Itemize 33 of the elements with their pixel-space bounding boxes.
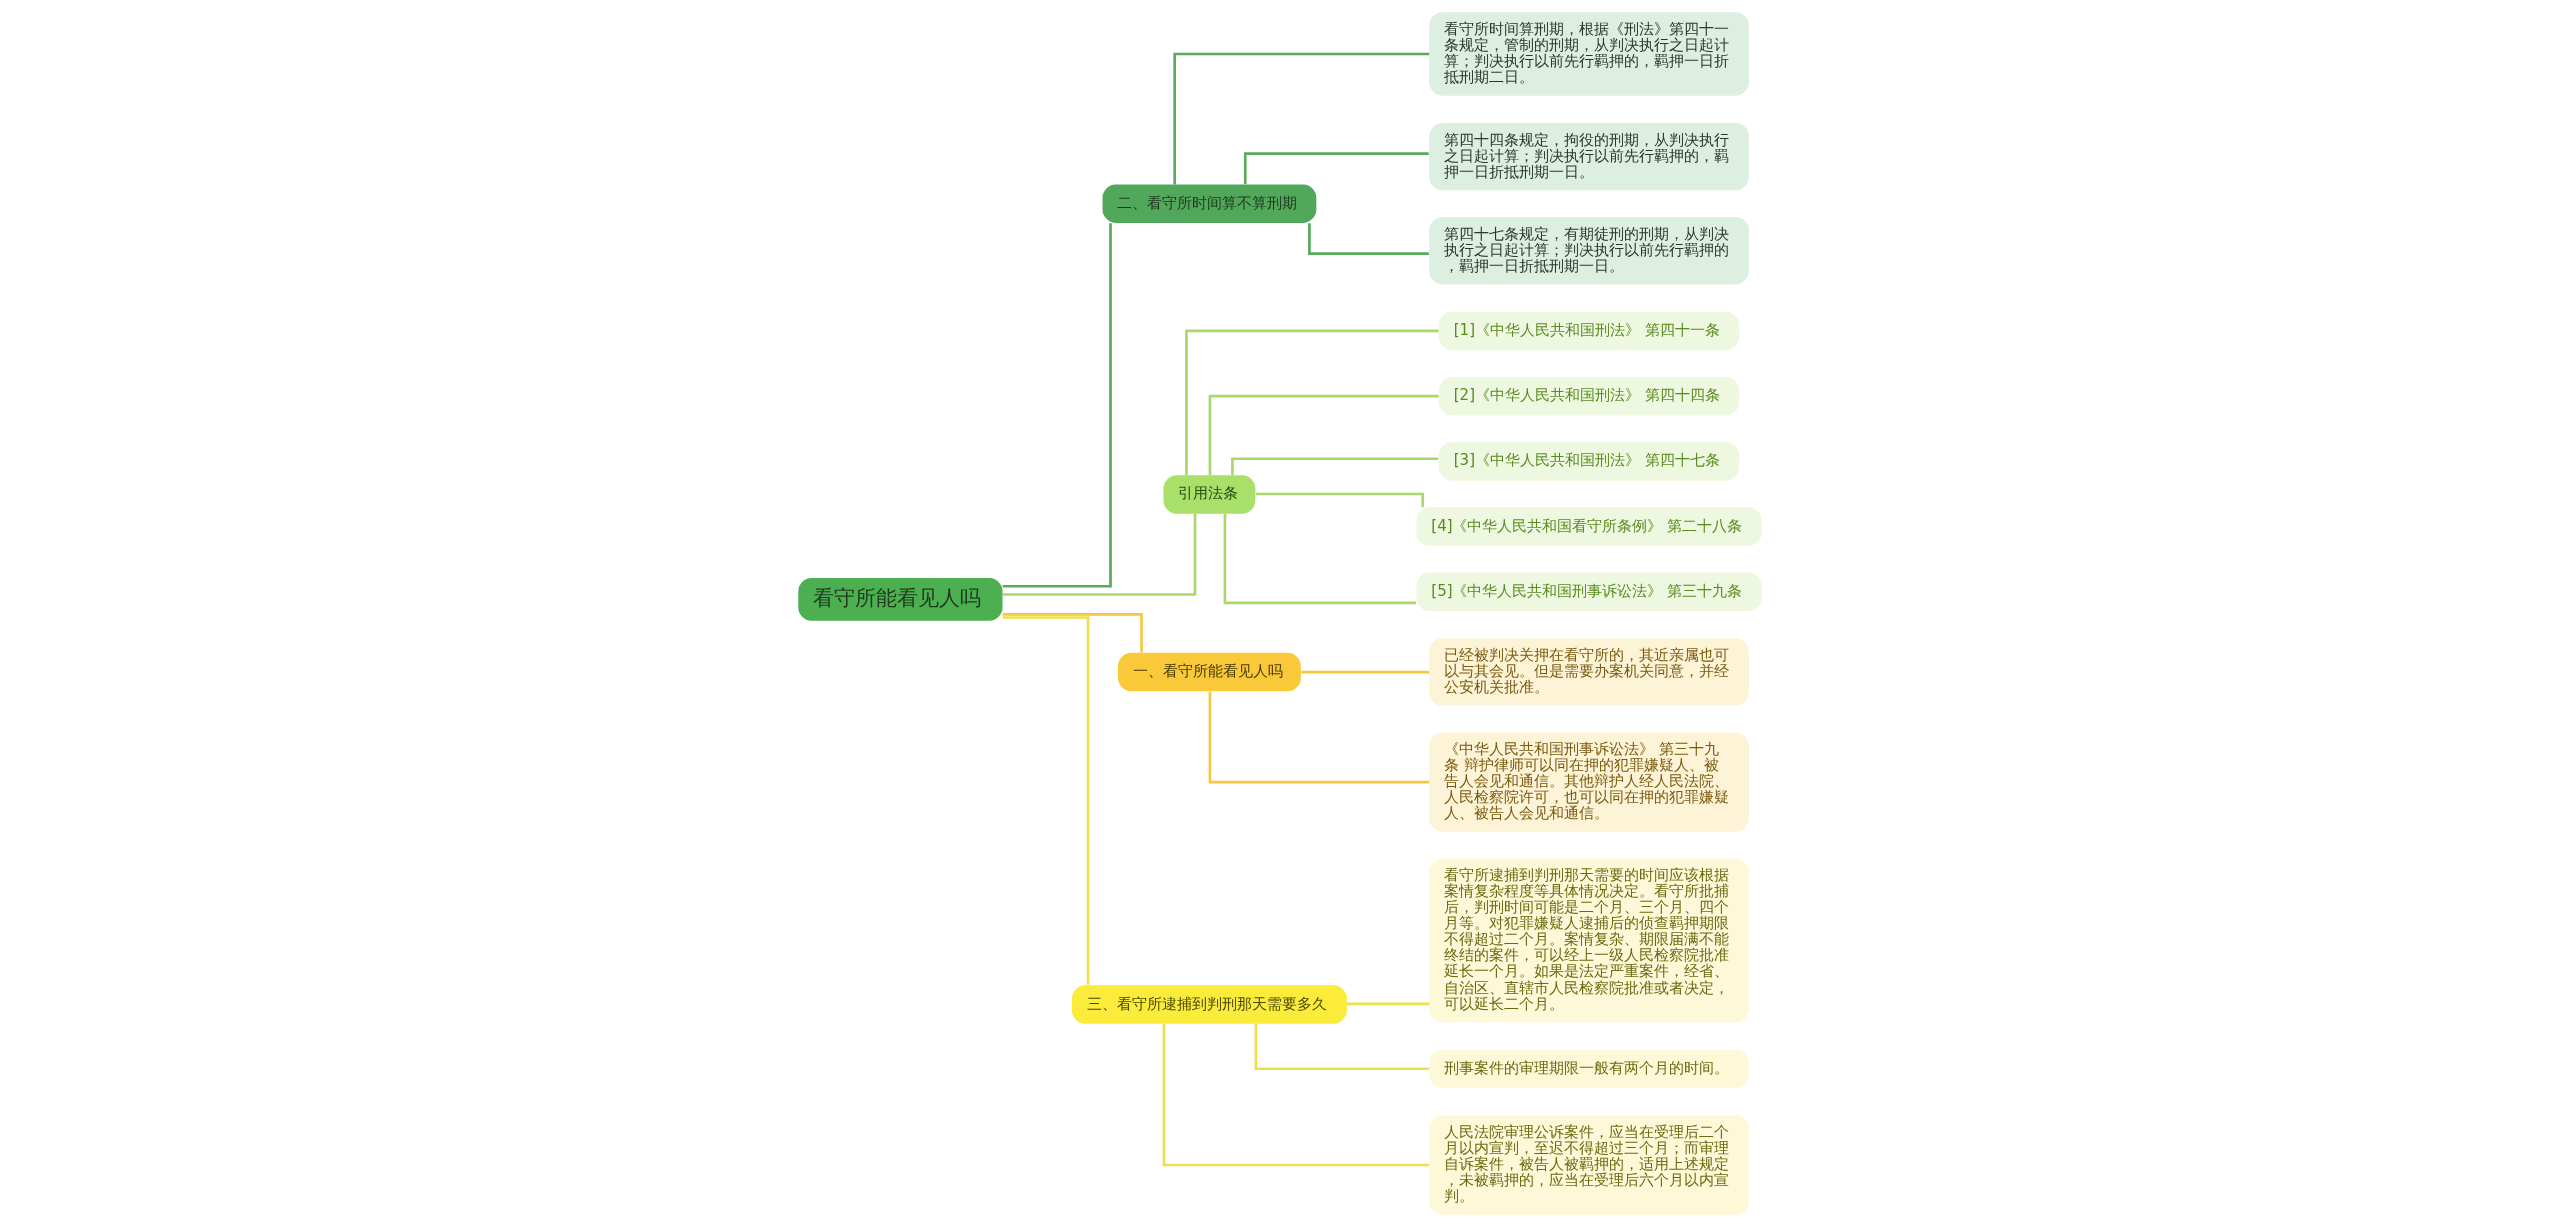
node-box: 看守所逮捕到判刑那天需要的时间应该根据案情复杂程度等具体情况决定。看守所批捕后，判刑时间可能是二个月、三个月、四个月等。对犯罪嫌疑人逮捕后的侦查羁押期限不得超过二个月。案情复杂、期限届满不能终结的案件，可以经上一级人民检察院批准延长一个月。如果是法定严重案件，经省、自治区、直辖市人民检察院批准或者决定，可以延长二个月。 [1429, 858, 1749, 1023]
node-box: 《中华人民共和国刑事诉讼法》 第三十九条 辩护律师可以同在押的犯罪嫌疑人、被告人会见和通信。其他辩护人经人民法院、人民检察院许可，也可以同在押的犯罪嫌疑人、被告人会见和通信。 [1429, 732, 1749, 832]
connector [1002, 223, 1112, 588]
node-box: 刑事案件的审理期限一般有两个月的时间。 [1429, 1049, 1749, 1088]
node-box: 人民法院审理公诉案件，应当在受理后二个月以内宣判，至迟不得超过三个月；而审理自诉案件，被告人被羁押的，适用上述规定，未被羁押的，应当在受理后六个月以内宣判。 [1429, 1115, 1749, 1215]
node-box: [5]《中华人民共和国刑事诉讼法》 第三十九条 [1416, 572, 1762, 612]
connector [1231, 457, 1439, 475]
node-box: [4]《中华人民共和国看守所条例》 第二十八条 [1416, 507, 1762, 546]
node-box: 二、看守所时间算不算刑期 [1102, 184, 1317, 223]
node-box: [2]《中华人民共和国刑法》 第四十四条 [1438, 376, 1740, 416]
node-box: 第四十七条规定，有期徒刑的刑期，从判决执行之日起计算；判决执行以前先行羁押的，羁押一日折抵刑期一日。 [1429, 217, 1749, 285]
connector [1223, 513, 1417, 605]
connector [1173, 52, 1430, 185]
node-box: [1]《中华人民共和国刑法》 第四十一条 [1438, 311, 1740, 351]
connector [1208, 691, 1430, 784]
connector [1301, 670, 1430, 674]
node-box: 看守所时间算刑期，根据《刑法》第四十一条规定，管制的刑期，从判决执行之日起计算；判决执行以前先行羁押的，羁押一日折抵刑期二日。 [1429, 12, 1749, 96]
connector [1002, 513, 1197, 596]
node-box: 第四十四条规定，拘役的刑期，从判决执行之日起计算；判决执行以前先行羁押的，羁押一日折抵刑期一日。 [1429, 122, 1749, 191]
connector [1162, 1023, 1429, 1167]
connector [1002, 612, 1143, 653]
node-box: 三、看守所逮捕到判刑那天需要多久 [1072, 985, 1347, 1024]
node-box: 一、看守所能看见人吗 [1118, 652, 1301, 692]
connector [1347, 1002, 1430, 1006]
node-box: 已经被判决关押在看守所的，其近亲属也可以与其会见。但是需要办案机关同意，并经公安机关批准。 [1429, 638, 1749, 706]
connector [1254, 1023, 1429, 1071]
connector [1255, 492, 1425, 508]
connector [1208, 394, 1439, 476]
node-box: 看守所能看见人吗 [798, 577, 1003, 621]
connector [1002, 616, 1090, 985]
connector [1185, 329, 1439, 476]
node-box: [3]《中华人民共和国刑法》 第四十七条 [1438, 442, 1740, 481]
node-box: 引用法条 [1163, 475, 1256, 514]
